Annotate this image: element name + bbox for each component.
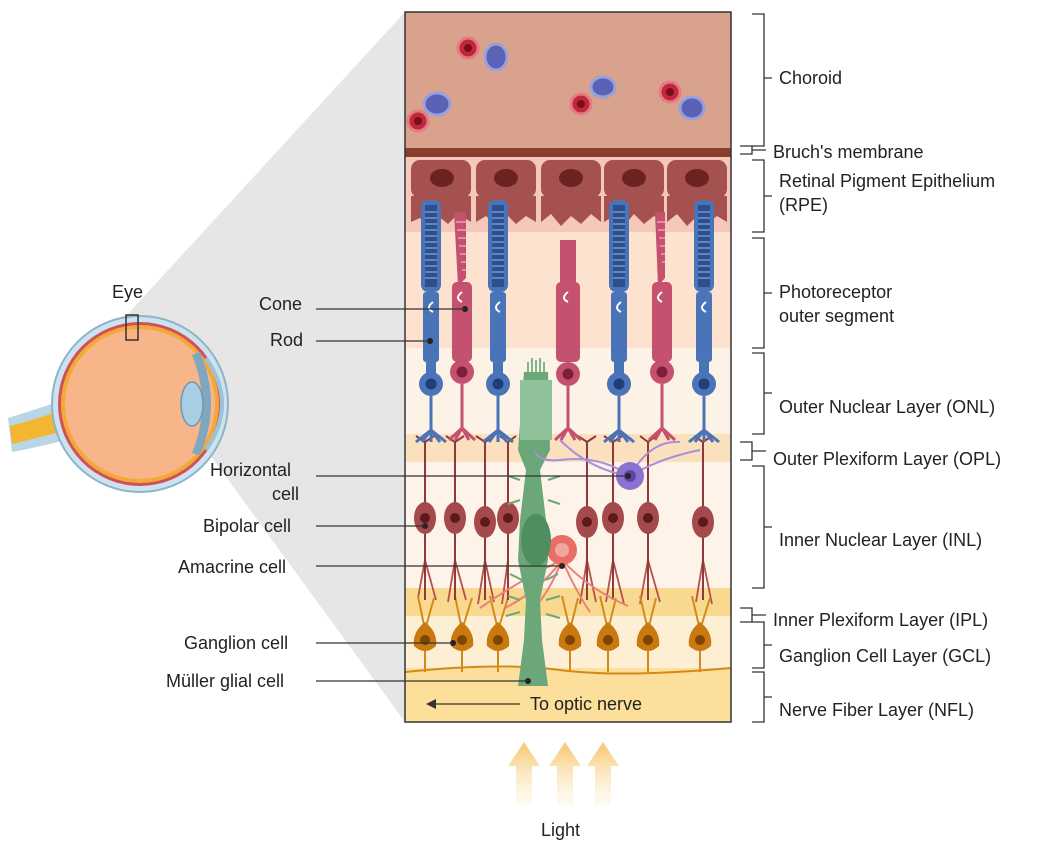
rod-cells [415,200,720,444]
onl-label: Outer Nuclear Layer (ONL) [779,397,995,417]
left-leader-lines [316,308,628,682]
ipl-label: Inner Plexiform Layer (IPL) [773,610,988,630]
cone-label: Cone [259,294,302,314]
rpe-nuclei [430,169,709,187]
nfl-layer [405,668,731,722]
muller-glial-cell-label: Müller glial cell [166,671,284,691]
light-arrows [508,742,619,806]
ganglion-nuclei [420,635,705,645]
ganglion-cell-label: Ganglion cell [184,633,288,653]
amacrine-cell-label: Amacrine cell [178,557,286,577]
cornea [204,356,224,452]
rod-label: Rod [270,330,303,350]
ipl-layer [405,588,731,616]
eye-illustration [8,314,229,493]
choroid-layer [405,12,731,150]
muller-glial-cell [505,358,561,686]
right-brackets [740,13,772,723]
inl-label: Inner Nuclear Layer (INL) [779,530,982,550]
opl-label: Outer Plexiform Layer (OPL) [773,449,1001,469]
retina-panel-border [404,11,732,723]
amacrine-cell [479,535,629,613]
bipolar-cell-label: Bipolar cell [203,516,291,536]
bipolar-nuclei [420,513,708,527]
ciliary-body [192,352,211,455]
light-label: Light [541,820,580,840]
bruchs-membrane-layer [405,148,731,157]
vitreous [65,329,215,479]
optic-nerve-label: To optic nerve [530,694,642,714]
cone-cells [447,212,677,442]
rpe-label-line1: Retinal Pigment Epithelium [779,171,995,191]
bruchs-membrane-label: Bruch's membrane [773,142,924,162]
zoom-marker [125,314,139,341]
zoom-funnel [126,12,405,722]
nfl-label: Nerve Fiber Layer (NFL) [779,700,974,720]
choroid-label: Choroid [779,68,842,88]
lens [180,381,204,427]
optic-arrow [426,699,520,709]
outer-segment-label-line2: outer segment [779,306,894,326]
horizontal-cell-label-line2: cell [272,484,299,504]
rpe-label-line2: (RPE) [779,195,828,215]
gcl-label: Ganglion Cell Layer (GCL) [779,646,991,666]
outer-segment-label-line1: Photoreceptor [779,282,892,302]
retina-panel [405,12,731,722]
horizontal-cell-label-line1: Horizontal [210,460,291,480]
eye-label: Eye [112,282,143,302]
blood-cells [406,36,706,133]
